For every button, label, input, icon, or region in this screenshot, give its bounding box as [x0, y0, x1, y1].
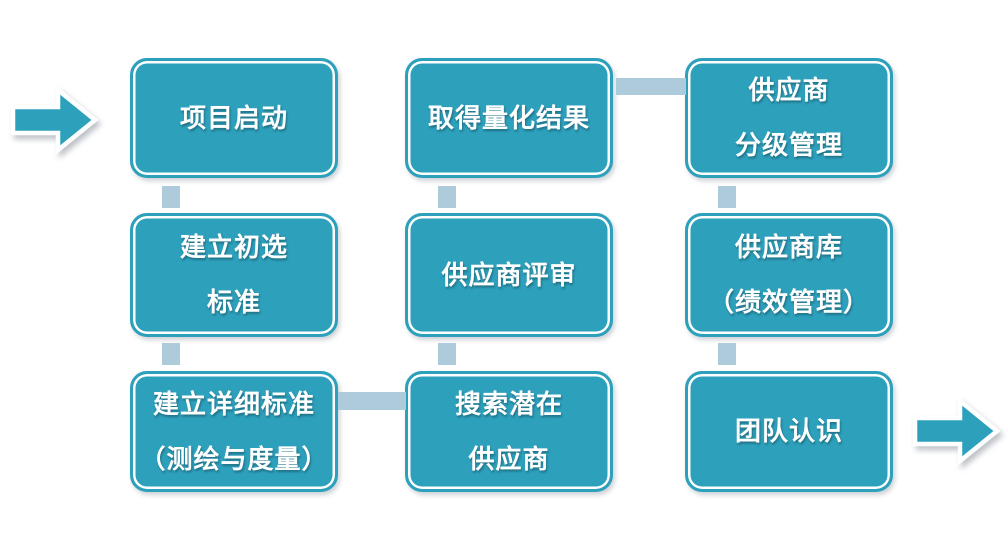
- step-label-line: 供应商库: [734, 232, 843, 262]
- step-label-line: （绩效管理）: [707, 287, 870, 317]
- step-project-kickoff: 项目启动: [130, 58, 338, 178]
- connector-col1-row2-row3: [162, 343, 180, 365]
- connector-col3-row2-row3: [718, 343, 736, 365]
- step-label-line: 项目启动: [179, 102, 288, 133]
- connector-col1-row1-row2: [162, 186, 180, 208]
- step-label-line: （测绘与度量）: [139, 443, 329, 474]
- step-supplier-library: 供应商库 （绩效管理）: [685, 213, 893, 337]
- step-label-line: 供应商: [748, 75, 830, 105]
- step-quantified-results: 取得量化结果: [405, 58, 613, 178]
- flow-exit-arrow: [912, 397, 1000, 465]
- step-supplier-review: 供应商评审: [405, 213, 613, 337]
- step-label-line: 标准: [206, 287, 261, 317]
- connector-col2-row1-row2: [438, 186, 456, 208]
- step-label-line: 分级管理: [734, 130, 843, 160]
- step-label-line: 搜索潜在: [454, 388, 563, 419]
- step-label-line: 建立详细标准: [152, 388, 315, 419]
- connector-col2-row2-row3: [438, 343, 456, 365]
- flow-entry-arrow: [10, 86, 98, 154]
- connector-row1-col2-col3: [616, 78, 686, 95]
- step-supplier-grading: 供应商 分级管理: [685, 58, 893, 178]
- step-label-line: 团队认识: [734, 416, 843, 446]
- right-arrow-icon: [10, 86, 98, 154]
- connector-row3-col1-col2: [338, 392, 406, 410]
- step-search-potential-suppliers: 搜索潜在 供应商: [405, 371, 613, 492]
- step-label-line: 取得量化结果: [427, 102, 590, 133]
- step-initial-criteria: 建立初选 标准: [130, 213, 338, 337]
- step-detailed-criteria: 建立详细标准 （测绘与度量）: [130, 371, 338, 492]
- step-label-line: 建立初选: [179, 232, 288, 262]
- step-label-line: 供应商: [468, 443, 550, 474]
- step-label-line: 供应商评审: [441, 259, 577, 290]
- right-arrow-icon: [912, 397, 1000, 465]
- connector-col3-row1-row2: [718, 186, 736, 208]
- step-team-recognition: 团队认识: [685, 371, 893, 492]
